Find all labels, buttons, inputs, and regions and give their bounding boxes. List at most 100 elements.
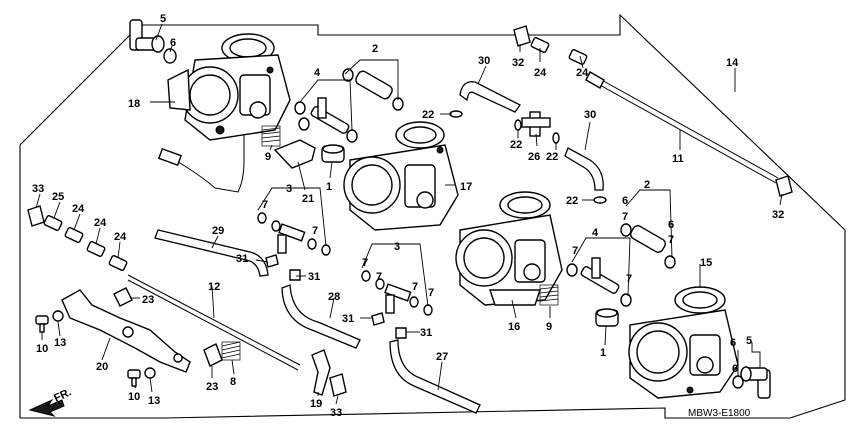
t-joint-26[interactable]: [521, 111, 551, 137]
carburetor-15[interactable]: [628, 286, 739, 399]
throttle-cable: [174, 135, 245, 193]
callout-32: 32: [512, 57, 524, 69]
collar-24-top-a[interactable]: [530, 37, 550, 53]
callout-22: 22: [422, 109, 434, 121]
callout-5: 5: [160, 13, 166, 25]
callout-9: 9: [546, 321, 552, 333]
callout-32: 32: [772, 209, 784, 221]
t-joint-3-left[interactable]: [277, 223, 306, 254]
callout-7: 7: [376, 271, 382, 283]
front-direction-arrow-icon: [28, 398, 65, 417]
hose-27[interactable]: [389, 339, 481, 414]
callout-33: 33: [32, 183, 44, 195]
callouts: 5 6 18 2 4 9 1 21 17 32 24 24 30 22 22 2…: [32, 13, 784, 419]
callout-31: 31: [420, 327, 432, 339]
cap-32-right[interactable]: [775, 175, 793, 197]
spring-9-top[interactable]: [261, 125, 281, 147]
callout-31: 31: [308, 271, 320, 283]
hose-28[interactable]: [281, 284, 361, 349]
washer-13-a[interactable]: [52, 310, 64, 322]
callout-2: 2: [644, 179, 650, 191]
callout-24: 24: [72, 203, 85, 215]
nut-23-b[interactable]: [203, 343, 223, 367]
carburetor-17[interactable]: [343, 121, 459, 231]
clip-22-d[interactable]: [593, 196, 607, 204]
cap-1-bottom[interactable]: [595, 308, 619, 327]
callout-30: 30: [584, 109, 596, 121]
collar-24-left-a[interactable]: [64, 227, 84, 243]
hose-30-top[interactable]: [459, 81, 521, 113]
hose-30-right[interactable]: [564, 147, 604, 191]
nut-23-a[interactable]: [113, 287, 133, 307]
callout-10: 10: [128, 391, 140, 403]
carburetor-18[interactable]: [167, 33, 291, 141]
callout-28: 28: [328, 291, 340, 303]
spring-9-bottom[interactable]: [539, 284, 559, 306]
callout-18: 18: [128, 98, 140, 110]
callout-24: 24: [94, 217, 107, 229]
callout-3: 3: [286, 183, 292, 195]
elbow-fitting-5-right[interactable]: [740, 366, 771, 399]
fuel-joint-4-right[interactable]: [566, 257, 632, 307]
callout-17: 17: [460, 181, 472, 193]
spring-8[interactable]: [221, 341, 241, 361]
joint-pipe-2-top[interactable]: [342, 68, 404, 111]
callout-9: 9: [265, 151, 271, 163]
bracket-19[interactable]: [311, 349, 331, 396]
hose-29[interactable]: [154, 229, 269, 277]
clamp-31-d[interactable]: [395, 327, 407, 339]
leader-lines: [35, 23, 783, 405]
callout-15: 15: [700, 257, 712, 269]
callout-21: 21: [302, 193, 314, 205]
cap-33-bottom[interactable]: [329, 373, 347, 397]
collar-24-left-c[interactable]: [108, 255, 128, 271]
callout-2: 2: [372, 43, 378, 55]
link-plate-21[interactable]: [273, 139, 316, 169]
cap-33-left[interactable]: [27, 205, 45, 227]
callout-4: 4: [592, 227, 599, 239]
callout-1: 1: [600, 347, 606, 359]
clip-22-b[interactable]: [514, 119, 522, 131]
callout-6: 6: [622, 195, 628, 207]
callout-7: 7: [312, 225, 318, 237]
callout-7: 7: [262, 199, 268, 211]
joint-pipe-2-right[interactable]: [620, 223, 676, 269]
collar-24-left-b[interactable]: [86, 241, 106, 257]
elbow-fitting-5[interactable]: [129, 19, 165, 53]
o-ring-6-right[interactable]: [732, 375, 744, 389]
callout-6: 6: [668, 219, 674, 231]
clamp-31-b[interactable]: [289, 269, 301, 281]
throttle-shaft-11[interactable]: [597, 77, 779, 179]
washer-13-b[interactable]: [144, 367, 156, 379]
clip-22-c[interactable]: [552, 132, 560, 144]
callout-23: 23: [206, 381, 218, 393]
clamp-31-c[interactable]: [371, 312, 385, 326]
cap-32-top[interactable]: [513, 25, 531, 47]
callout-19: 19: [310, 398, 322, 410]
callout-7: 7: [668, 234, 674, 246]
collar-25[interactable]: [43, 215, 63, 231]
callout-8: 8: [230, 376, 236, 388]
t-joint-3-center[interactable]: [384, 283, 412, 314]
fuel-joint-4-top[interactable]: [294, 97, 358, 143]
callout-24: 24: [534, 67, 547, 79]
callout-6: 6: [170, 37, 176, 49]
callout-12: 12: [208, 281, 220, 293]
carburetor-16[interactable]: [455, 191, 563, 306]
callout-7: 7: [626, 273, 632, 285]
screw-10-b[interactable]: [127, 369, 141, 387]
callout-7: 7: [428, 287, 434, 299]
washers-7-center[interactable]: [361, 270, 433, 316]
clamp-31-a[interactable]: [265, 254, 279, 268]
screw-10-a[interactable]: [35, 315, 49, 333]
o-ring-6[interactable]: [163, 48, 177, 64]
callout-25: 25: [52, 191, 64, 203]
callout-13: 13: [54, 337, 66, 349]
collar-24-top-b[interactable]: [568, 49, 588, 65]
callout-10: 10: [36, 343, 48, 355]
throttle-shaft-12[interactable]: [127, 274, 301, 366]
cap-1-top[interactable]: [321, 144, 345, 163]
callout-23: 23: [142, 294, 154, 306]
callout-4: 4: [314, 67, 321, 79]
